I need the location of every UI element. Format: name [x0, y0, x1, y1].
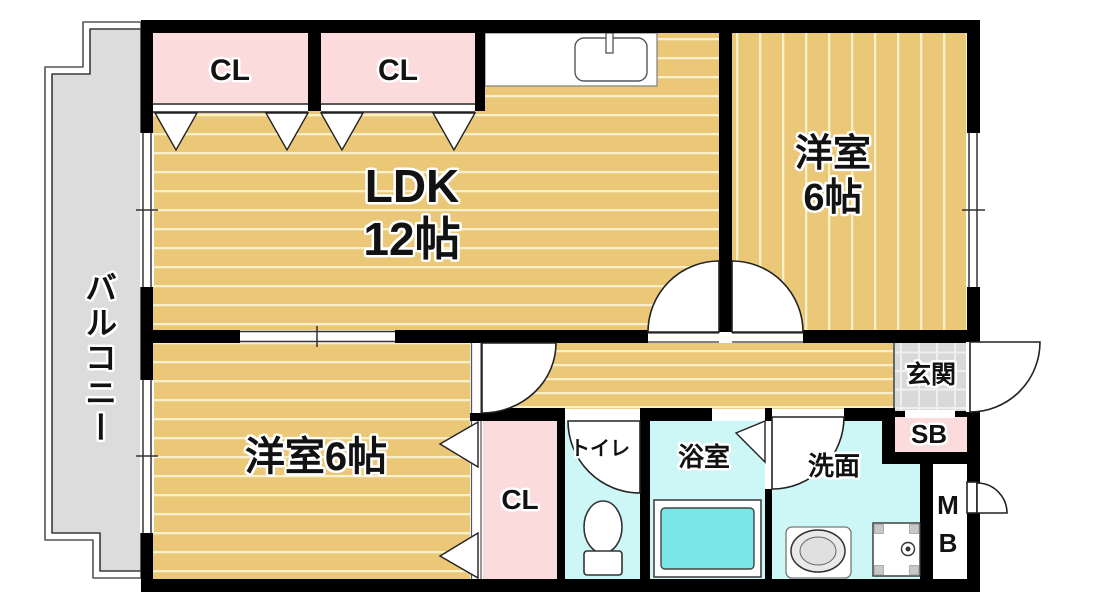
bath-folding-door-icon [734, 419, 766, 464]
wall [640, 421, 650, 579]
wall [153, 330, 240, 343]
entrance-label: 玄関 [905, 361, 956, 389]
closet-upper-right-floor [321, 33, 475, 103]
western-room-lower-floor [153, 343, 470, 579]
folding-door-icon [153, 112, 199, 152]
wall [475, 33, 485, 111]
closet-upper-right-label: CL [378, 54, 418, 87]
western-room-lower-label: 洋室6帖 [244, 435, 388, 479]
folding-doors [153, 103, 766, 580]
western-room-upper-size: 6帖 [803, 177, 863, 220]
closet-upper-left-label: CL [210, 54, 250, 87]
washroom-label: 洗面 [807, 451, 860, 481]
wall [640, 408, 712, 421]
meter-box-door-arc [976, 482, 1008, 514]
meter-box-floor [933, 464, 967, 579]
wall [967, 513, 980, 592]
room-floors [153, 33, 967, 579]
windows [136, 133, 985, 579]
ldk-label: LDK 12帖 [317, 160, 507, 267]
meter-box-label-b: B [938, 527, 958, 558]
lower-room-doorway [470, 343, 483, 413]
toilet-label: トイレ [570, 438, 630, 460]
wall [920, 464, 933, 579]
wall [308, 33, 321, 111]
ldk-label-size: 12帖 [363, 213, 461, 266]
wall [141, 20, 980, 33]
western-room-upper-label: 洋室 6帖 [738, 132, 928, 220]
wall [141, 533, 153, 592]
toilet-icon [583, 500, 623, 576]
washing-machine-icon [872, 522, 921, 577]
folding-door-icon [264, 112, 310, 152]
folding-door-icon [438, 531, 479, 580]
western-room-upper-door-arc [731, 260, 804, 333]
window [136, 133, 158, 287]
shoe-box-floor [895, 417, 967, 452]
window [962, 133, 985, 287]
wall [882, 408, 895, 464]
balcony-floor [51, 28, 142, 572]
entrance-floor [895, 343, 967, 411]
washroom-door-arc [771, 416, 845, 490]
wall [141, 579, 980, 592]
door-arcs [481, 260, 1041, 514]
fixtures [583, 499, 921, 579]
bathtub-icon [653, 499, 762, 578]
toilet-door-arc [567, 420, 641, 494]
door-sill [732, 332, 803, 343]
ldk-door-arc [647, 260, 720, 333]
wall [141, 20, 153, 133]
wall [967, 20, 980, 133]
meter-box-label-m: M [937, 490, 959, 520]
western-room-upper-name: 洋室 [794, 133, 871, 175]
folding-door-icon [431, 112, 477, 152]
wall [967, 412, 980, 483]
wall [141, 287, 153, 380]
closet-upper-left-floor [153, 33, 308, 103]
bathroom-label: 浴室 [677, 442, 730, 472]
folding-door-icon [438, 420, 479, 469]
wall [395, 330, 648, 343]
wall [765, 408, 772, 421]
meter-box-label: M B [928, 487, 968, 562]
window [136, 380, 158, 533]
folding-door-icon [319, 112, 365, 152]
meter-box-door-leaf [966, 481, 978, 514]
wall [803, 330, 980, 343]
closet-lower-floor [483, 421, 557, 579]
entrance-door-arc [969, 341, 1041, 413]
washbasin-icon [785, 526, 852, 579]
shoe-box-opening [905, 410, 955, 418]
wall [765, 489, 772, 579]
wall [967, 287, 980, 342]
door-sill [648, 332, 719, 343]
kitchen-counter [484, 32, 658, 87]
balcony-label: バルコニー [81, 270, 118, 446]
walls [141, 20, 980, 592]
shoe-box-label: SB [910, 419, 948, 449]
sliding-door [240, 326, 395, 347]
balcony-area [44, 21, 142, 579]
ldk-label-name: LDK [364, 160, 460, 212]
kitchen-faucet-icon [605, 32, 614, 54]
closet-lower-label: CL [501, 484, 539, 515]
wall [557, 408, 565, 579]
wall [882, 452, 980, 464]
wall [719, 33, 732, 332]
closet-front [153, 103, 475, 113]
western-room-lower-door-arc [481, 342, 557, 414]
